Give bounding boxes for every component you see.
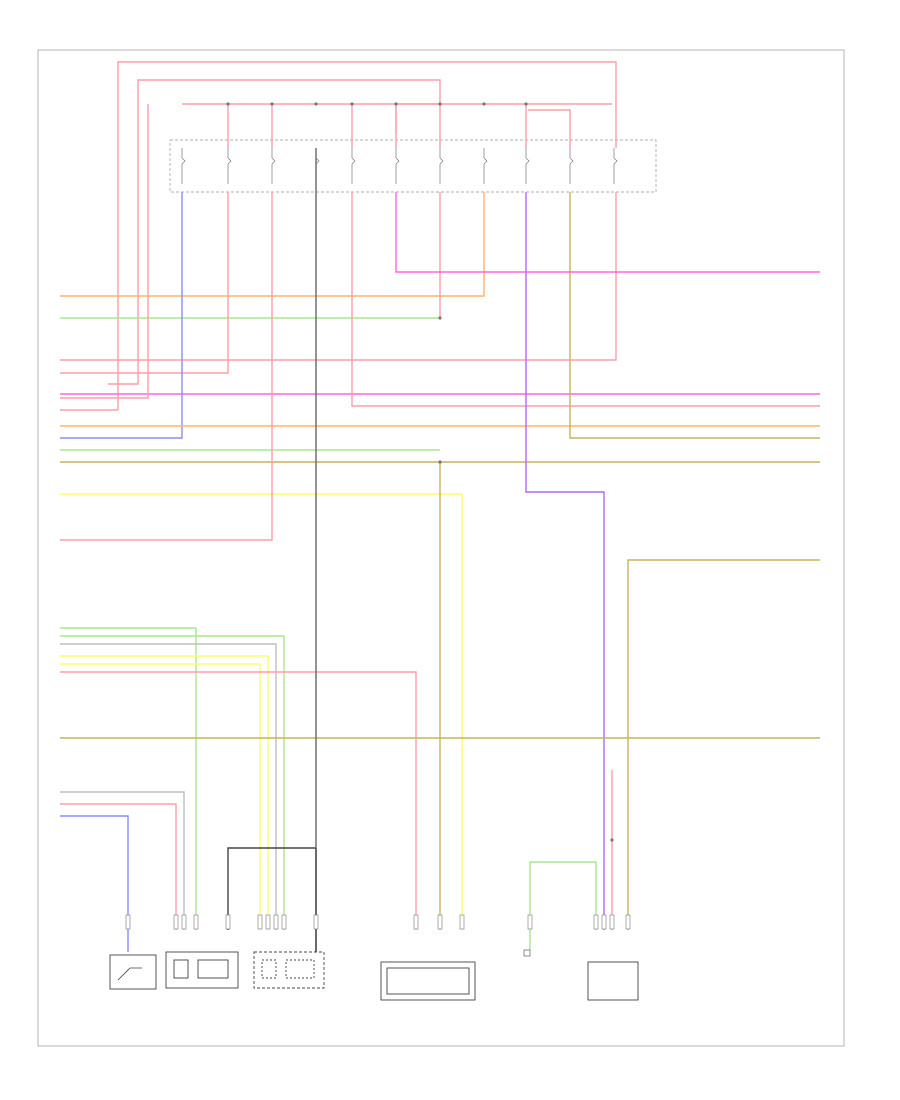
wire-17 [60, 104, 149, 399]
wire-33 [60, 643, 277, 930]
splice-9 [438, 316, 442, 320]
connector-pin-18 [625, 914, 631, 930]
fuse-box [169, 139, 657, 193]
connector-pin-14 [527, 914, 533, 930]
connector-pin-15 [593, 914, 599, 930]
connector-pin-11 [413, 914, 419, 930]
module1-inner-left [173, 959, 189, 979]
module5-body [587, 961, 639, 1001]
connector-pin-8 [273, 914, 279, 930]
wire-10 [528, 109, 571, 148]
switch-symbol [117, 967, 142, 981]
splice-1 [226, 102, 230, 106]
splice-5 [394, 102, 398, 106]
fuse-10 [569, 148, 574, 184]
wire-27 [60, 493, 463, 930]
splice-10 [438, 460, 442, 464]
wire-43 [227, 847, 316, 930]
wire-38 [60, 791, 185, 930]
wire-14 [60, 192, 617, 361]
wire-26 [525, 192, 605, 930]
splice-11 [610, 838, 614, 842]
wire-22 [569, 192, 820, 439]
connector-pin-3 [181, 914, 187, 930]
wire-9 [395, 103, 440, 134]
diagram-frame [37, 49, 845, 1047]
wire-31 [60, 627, 197, 930]
connector-pin-5 [225, 914, 231, 930]
module1-inner-right [197, 959, 229, 979]
module4-marker [523, 949, 531, 957]
wire-2 [108, 79, 441, 385]
pin-group [125, 102, 631, 930]
connector-pin-6 [257, 914, 263, 930]
fuse-6 [395, 148, 400, 184]
splice-3 [314, 102, 318, 106]
switch-component [109, 954, 157, 990]
fuse-9 [525, 148, 530, 184]
splice-7 [482, 102, 486, 106]
switch-body [109, 954, 157, 990]
connector-pin-7 [265, 914, 271, 930]
splice-4 [350, 102, 354, 106]
wire-40 [60, 815, 129, 952]
module1-component [165, 951, 239, 989]
fuse-5 [351, 148, 356, 184]
wire-25 [395, 192, 820, 273]
fuse-8 [483, 148, 488, 184]
wire-group [60, 61, 820, 952]
connector-pin-4 [193, 914, 199, 930]
wire-32 [60, 635, 285, 930]
wire-15 [60, 192, 229, 374]
connector-pin-13 [459, 914, 465, 930]
wire-39 [60, 803, 177, 930]
module2-component [253, 951, 325, 989]
module4-component [523, 949, 531, 957]
connector-pin-10 [313, 914, 319, 930]
fuse-2 [227, 148, 232, 184]
connector-pin-1 [125, 914, 131, 930]
module2-inner-right [285, 959, 315, 979]
wire-20 [60, 192, 183, 439]
wire-29 [60, 192, 273, 541]
wire-1 [117, 61, 617, 410]
wire-36 [60, 671, 417, 930]
splice-6 [438, 102, 442, 106]
module2-inner-left [261, 959, 277, 979]
fuse-3 [271, 148, 276, 184]
fuse-11 [613, 148, 618, 184]
wire-35 [60, 663, 261, 930]
connector-pin-2 [173, 914, 179, 930]
connector-pin-9 [281, 914, 287, 930]
connector-pin-12 [437, 914, 443, 930]
connector-pin-17 [609, 914, 615, 930]
wire-34 [60, 655, 269, 930]
module3-inner [386, 967, 470, 995]
fuse-7 [439, 148, 444, 184]
module5-component [587, 961, 639, 1001]
module3-component [380, 961, 476, 1001]
connector-pin-16 [601, 914, 607, 930]
wire-30 [627, 559, 820, 930]
fuse-1 [181, 148, 186, 184]
fuse-group [181, 148, 618, 184]
wire-42 [529, 861, 597, 950]
splice-2 [270, 102, 274, 106]
wire-11 [60, 192, 485, 297]
splice-8 [524, 102, 528, 106]
wire-18 [351, 192, 820, 407]
